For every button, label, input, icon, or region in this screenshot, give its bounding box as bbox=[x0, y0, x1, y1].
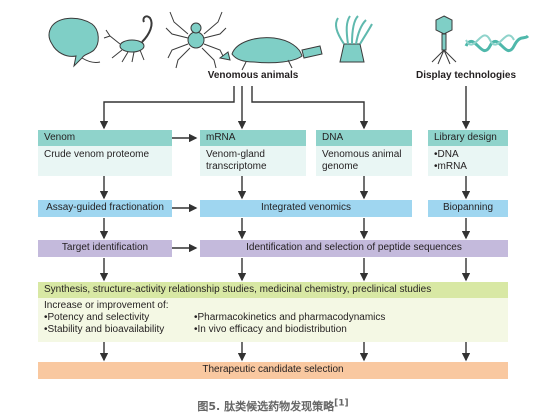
spider-icon bbox=[165, 11, 227, 69]
figure-caption: 图5. 肽类候选药物发现策略[1] bbox=[0, 398, 546, 414]
stingray-icon bbox=[48, 17, 101, 68]
dna-body-line-1: Venomous animal bbox=[322, 149, 402, 160]
improvement-item-in-vivo: In vivo efficacy and biodistribution bbox=[194, 324, 444, 336]
mrna-body-line-2: transcriptome bbox=[206, 161, 267, 172]
identification-selection-peptides: Identification and selection of peptide … bbox=[200, 240, 508, 257]
library-item-dna: DNA bbox=[434, 149, 502, 161]
assay-guided-fractionation: Assay-guided fractionation bbox=[38, 200, 172, 217]
platypus-icon bbox=[218, 37, 323, 71]
mrna-body-line-1: Venom-gland bbox=[206, 149, 265, 160]
dna-header: DNA bbox=[316, 130, 412, 146]
venom-body-text: Crude venom proteome bbox=[44, 149, 150, 160]
library-design-header: Library design bbox=[428, 130, 508, 146]
display-technologies-label: Display technologies bbox=[415, 70, 517, 81]
dna-body: Venomous animal genome bbox=[316, 146, 412, 176]
improvement-item-pharmacokinetics: Pharmacokinetics and pharmacodynamics bbox=[194, 312, 444, 324]
mrna-header: mRNA bbox=[200, 130, 306, 146]
dna-body-line-2: genome bbox=[322, 161, 359, 172]
scorpion-icon bbox=[103, 15, 153, 63]
improvement-item-potency: Potency and selectivity bbox=[44, 312, 194, 324]
synthesis-studies: Synthesis, structure-activity relationsh… bbox=[38, 282, 508, 298]
improvement-box: Increase or improvement of: Potency and … bbox=[38, 298, 508, 342]
biopanning: Biopanning bbox=[428, 200, 508, 217]
caption-text: 图5. 肽类候选药物发现策略 bbox=[197, 400, 335, 413]
venom-header: Venom bbox=[38, 130, 172, 146]
venom-body: Crude venom proteome bbox=[38, 146, 172, 176]
improvement-title: Increase or improvement of: bbox=[44, 300, 169, 311]
mrna-body: Venom-gland transcriptome bbox=[200, 146, 306, 176]
library-item-mrna: mRNA bbox=[434, 161, 502, 173]
improvement-item-stability: Stability and bioavailability bbox=[44, 324, 194, 336]
library-design-body: DNA mRNA bbox=[428, 146, 508, 176]
venomous-animals-label: Venomous animals bbox=[207, 70, 299, 81]
target-identification: Target identification bbox=[38, 240, 172, 257]
integrated-venomics: Integrated venomics bbox=[200, 200, 412, 217]
sea-anemone-icon bbox=[335, 15, 373, 63]
bacteriophage-icon bbox=[431, 15, 457, 65]
dna-strand-icon bbox=[464, 34, 530, 53]
therapeutic-candidate-selection: Therapeutic candidate selection bbox=[38, 362, 508, 379]
caption-ref: [1] bbox=[334, 398, 349, 409]
